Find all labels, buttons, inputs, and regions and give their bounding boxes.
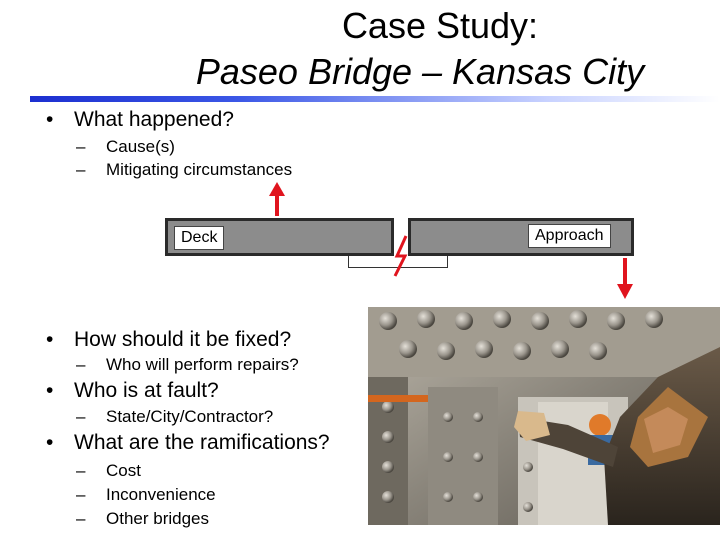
repair-photo xyxy=(368,307,720,525)
slide-title-line-1: Case Study: xyxy=(341,5,539,46)
bullet-fault: • Who is at fault? xyxy=(46,379,219,403)
sub-bullet-dash: – xyxy=(76,355,86,374)
bullet-ramifications: • What are the ramifications? xyxy=(46,431,330,455)
approach-label: Approach xyxy=(528,224,611,248)
sub-bullet-other-bridges: – Other bridges xyxy=(76,509,209,529)
bullet-dot: • xyxy=(46,379,54,402)
sub-bullet-inconvenience: – Inconvenience xyxy=(76,485,216,505)
down-arrow-icon xyxy=(617,258,633,299)
slide-title-line-2: Paseo Bridge – Kansas City xyxy=(195,51,645,92)
crack-lightning-icon xyxy=(393,235,408,277)
sub-bullet-causes: – Cause(s) xyxy=(76,137,175,157)
title-underline xyxy=(30,96,720,102)
sub-bullet-dash: – xyxy=(76,461,86,480)
bullet-text: Who is at fault? xyxy=(74,379,219,402)
deck-label: Deck xyxy=(174,226,225,250)
sub-bullet-dash: – xyxy=(76,160,86,179)
sub-bullet-text: Cost xyxy=(106,461,141,480)
bullet-text: What are the ramifications? xyxy=(74,431,330,454)
sub-bullet-mitigating: – Mitigating circumstances xyxy=(76,160,292,180)
sub-bullet-dash: – xyxy=(76,509,86,528)
sub-bullet-cost: – Cost xyxy=(76,461,141,481)
sub-bullet-text: Who will perform repairs? xyxy=(106,355,299,374)
bullet-text: What happened? xyxy=(74,108,234,131)
bullet-dot: • xyxy=(46,431,54,454)
up-arrow-icon xyxy=(269,182,285,216)
bullet-text: How should it be fixed? xyxy=(74,328,292,351)
sub-bullet-party: – State/City/Contractor? xyxy=(76,407,273,427)
sub-bullet-text: State/City/Contractor? xyxy=(106,407,274,426)
sub-bullet-text: Cause(s) xyxy=(106,137,175,156)
bullet-what-happened: • What happened? xyxy=(46,108,234,132)
bullet-dot: • xyxy=(46,108,54,131)
sub-bullet-dash: – xyxy=(76,485,86,504)
sub-bullet-text: Inconvenience xyxy=(106,485,216,504)
sub-bullet-repairs: – Who will perform repairs? xyxy=(76,355,299,375)
sub-bullet-dash: – xyxy=(76,137,86,156)
sub-bullet-dash: – xyxy=(76,407,86,426)
bullet-dot: • xyxy=(46,328,54,351)
bullet-how-fixed: • How should it be fixed? xyxy=(46,328,291,352)
sub-bullet-text: Mitigating circumstances xyxy=(106,160,293,179)
sub-bullet-text: Other bridges xyxy=(106,509,209,528)
repair-photo-illustration xyxy=(368,307,720,525)
